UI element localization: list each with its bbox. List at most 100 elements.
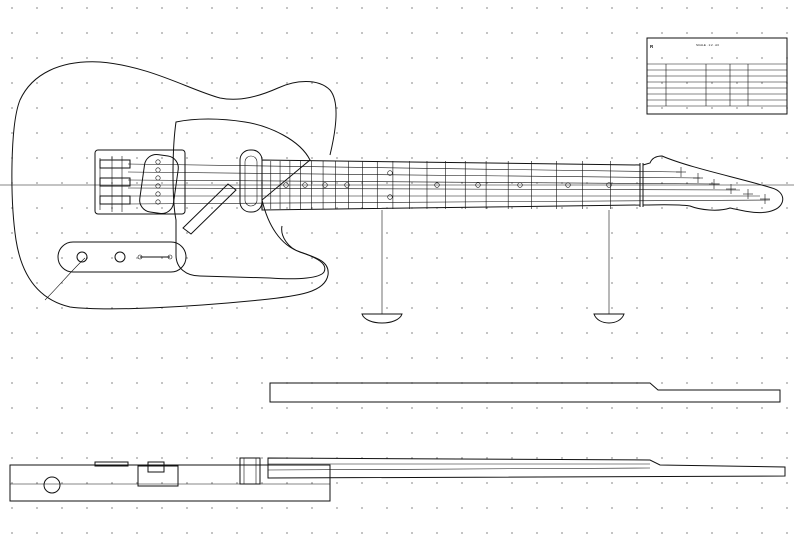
grid-dot	[436, 257, 438, 259]
grid-dot	[561, 432, 563, 434]
grid-dot	[61, 57, 63, 59]
grid-dot	[286, 7, 288, 9]
grid-dot	[436, 432, 438, 434]
grid-dot	[511, 532, 513, 534]
grid-dot	[761, 157, 763, 159]
grid-dot	[561, 207, 563, 209]
grid-dot	[536, 507, 538, 509]
grid-dot	[36, 132, 38, 134]
grid-dot	[511, 432, 513, 434]
grid-dot	[636, 507, 638, 509]
grid-dot	[136, 132, 138, 134]
grid-dot	[61, 207, 63, 209]
grid-dot	[186, 357, 188, 359]
grid-dot	[486, 282, 488, 284]
grid-dot	[311, 7, 313, 9]
grid-dot	[161, 282, 163, 284]
grid-dot	[636, 532, 638, 534]
fret-marker	[606, 182, 612, 188]
grid-dot	[486, 482, 488, 484]
grid-dot	[586, 507, 588, 509]
grid-dot	[736, 432, 738, 434]
grid-dot	[586, 482, 588, 484]
grid-dot	[336, 157, 338, 159]
grid-dot	[461, 157, 463, 159]
grid-dot	[186, 7, 188, 9]
grid-dot	[286, 307, 288, 309]
grid-dot	[111, 532, 113, 534]
grid-dot	[411, 357, 413, 359]
grid-dot	[461, 107, 463, 109]
grid-dot	[211, 82, 213, 84]
grid-dot	[736, 282, 738, 284]
grid-dot	[336, 132, 338, 134]
grid-dot	[386, 32, 388, 34]
grid-dot	[186, 382, 188, 384]
grid-dot	[761, 407, 763, 409]
grid-dot	[36, 507, 38, 509]
grid-dot	[561, 7, 563, 9]
grid-dot	[786, 507, 788, 509]
grid-dot	[336, 332, 338, 334]
neck-side-plan	[267, 457, 786, 479]
fret-marker	[387, 170, 393, 176]
grid-dot	[261, 382, 263, 384]
grid-dot	[286, 207, 288, 209]
grid-dot	[336, 207, 338, 209]
grid-dot	[686, 332, 688, 334]
grid-dot	[336, 7, 338, 9]
grid-dot	[436, 107, 438, 109]
grid-dot	[761, 57, 763, 59]
grid-dot	[611, 232, 613, 234]
bridge-plate	[94, 149, 186, 215]
fret-marker	[302, 182, 308, 188]
grid-dot	[386, 107, 388, 109]
grid-dot	[311, 282, 313, 284]
grid-dot	[11, 107, 13, 109]
grid-dot	[786, 282, 788, 284]
grid-dot	[686, 382, 688, 384]
grid-dot	[661, 32, 663, 34]
grid-dot	[761, 257, 763, 259]
grid-dot	[11, 257, 13, 259]
grid-dot	[386, 432, 388, 434]
grid-dot	[411, 482, 413, 484]
grid-dot	[236, 7, 238, 9]
grid-dot	[86, 32, 88, 34]
grid-dot	[236, 307, 238, 309]
grid-dot	[561, 457, 563, 459]
grid-dot	[236, 482, 238, 484]
grid-dot	[511, 257, 513, 259]
grid-dot	[436, 357, 438, 359]
grid-dot	[436, 157, 438, 159]
grid-dot	[261, 82, 263, 84]
grid-dot	[211, 7, 213, 9]
grid-dot	[286, 157, 288, 159]
grid-dot	[536, 432, 538, 434]
grid-dot	[761, 482, 763, 484]
grid-dot	[711, 457, 713, 459]
grid-dot	[411, 132, 413, 134]
grid-dot	[586, 332, 588, 334]
grid-dot	[186, 332, 188, 334]
grid-dot	[311, 232, 313, 234]
grid-dot	[86, 232, 88, 234]
grid-dot	[11, 307, 13, 309]
grid-dot	[661, 482, 663, 484]
grid-dot	[186, 107, 188, 109]
grid-dot	[86, 7, 88, 9]
grid-dot	[111, 432, 113, 434]
grid-dot	[211, 107, 213, 109]
grid-dot	[336, 82, 338, 84]
grid-dot	[286, 282, 288, 284]
grid-dot	[236, 132, 238, 134]
grid-dot	[161, 382, 163, 384]
grid-dot	[711, 157, 713, 159]
body-outline	[11, 61, 337, 310]
grid-dot	[786, 307, 788, 309]
grid-dot	[336, 32, 338, 34]
grid-dot	[611, 532, 613, 534]
grid-dot	[636, 257, 638, 259]
grid-dot	[736, 307, 738, 309]
grid-dot	[86, 407, 88, 409]
